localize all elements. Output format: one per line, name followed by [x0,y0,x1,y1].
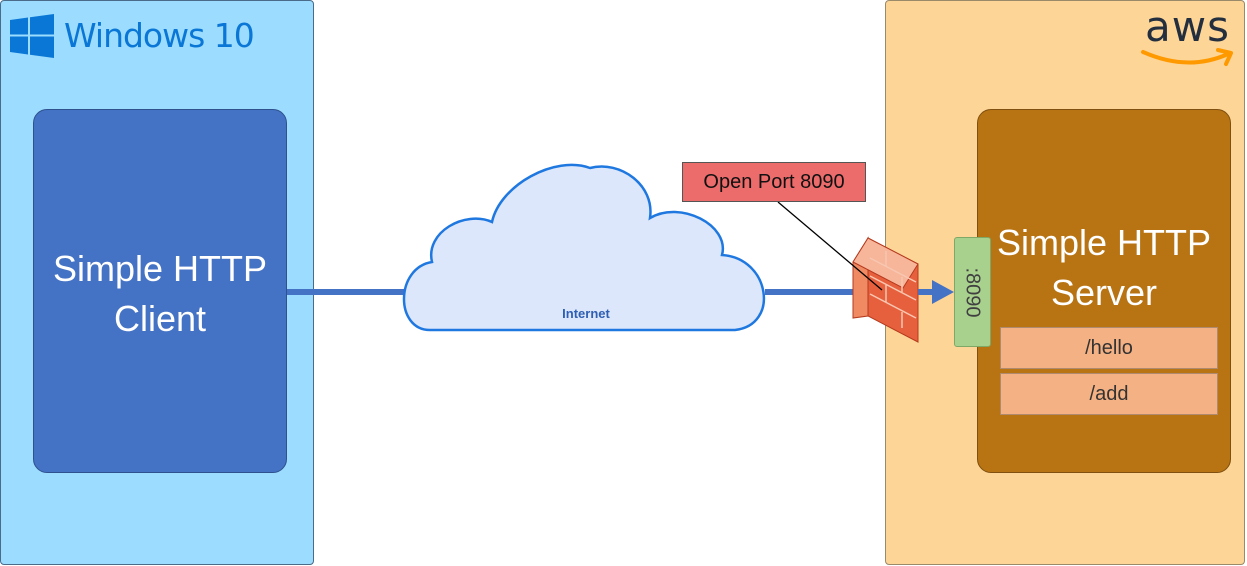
server-label: Simple HTTP Server [996,222,1212,313]
arrow-head-icon [932,280,954,304]
aws-smile-icon [1141,48,1233,66]
cloud-icon [402,163,766,332]
port-label: :8090 [962,266,984,318]
client-label: Simple HTTP Client [52,248,268,339]
port-label-wrapper: :8090 [954,237,991,347]
internet-label: Internet [562,306,610,321]
callout-pointer [777,201,883,291]
endpoint-hello: /hello [1000,327,1218,369]
windows-logo-text: Windows 10 [64,16,255,55]
endpoint-add: /add [1000,373,1218,415]
firewall-icon [852,236,919,343]
windows-logo-icon [10,14,54,58]
port-tab [954,237,991,347]
open-port-callout: Open Port 8090 [682,162,866,202]
client-box [33,109,287,473]
aws-logo-text: aws [1145,2,1230,51]
